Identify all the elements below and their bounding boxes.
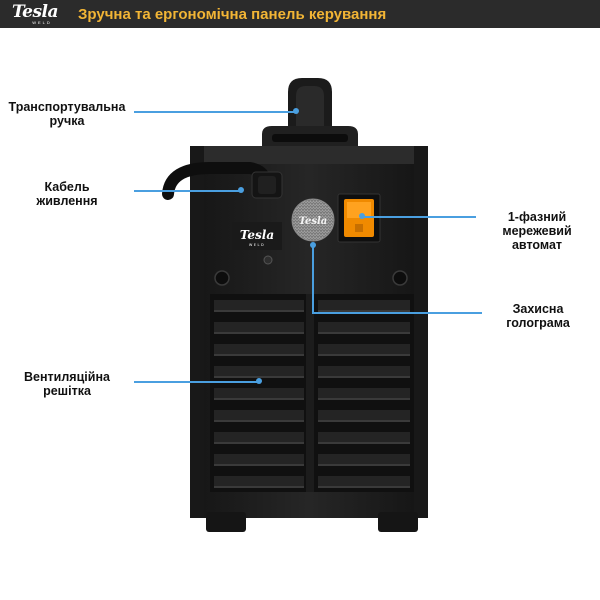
vent-slat bbox=[214, 300, 304, 312]
callout-cable-line2: живлення bbox=[36, 194, 98, 208]
vent-slat-edge bbox=[318, 486, 410, 488]
callout-hologram-pointer-vertical bbox=[312, 247, 314, 313]
callout-cable-dot bbox=[238, 187, 244, 193]
vent-slat bbox=[214, 410, 304, 422]
callout-breaker-line3: автомат bbox=[511, 238, 563, 252]
vent-slat-edge bbox=[318, 332, 410, 334]
vent-slat-edge bbox=[214, 332, 304, 334]
vent-slat bbox=[214, 454, 304, 466]
vent-slat-edge bbox=[214, 486, 304, 488]
vent-slat-edge bbox=[214, 310, 304, 312]
callout-vent-label: Вентиляційна решітка bbox=[4, 370, 130, 398]
vent-slat-edge bbox=[214, 442, 304, 444]
panel-logo-text: Tesla bbox=[240, 228, 274, 242]
callout-hologram-line2: голограма bbox=[506, 316, 570, 330]
vent-slat-edge bbox=[214, 376, 304, 378]
power-cable bbox=[162, 162, 283, 200]
callout-vent-line2: решітка bbox=[43, 384, 91, 398]
vent-slat bbox=[318, 454, 410, 466]
bolt-right bbox=[392, 270, 408, 286]
panel-logo: Tesla WELD bbox=[232, 222, 282, 265]
callout-cable-pointer bbox=[134, 190, 240, 192]
ventilation-grille bbox=[210, 294, 414, 492]
brand-logo-subtext: WELD bbox=[32, 19, 52, 25]
hologram-sticker: Tesla bbox=[291, 198, 335, 242]
callout-cable-label: Кабель живлення bbox=[4, 180, 130, 208]
callout-cable-line1: Кабель bbox=[44, 180, 90, 194]
vent-slat bbox=[214, 344, 304, 356]
vent-slat bbox=[318, 410, 410, 422]
transport-handle bbox=[262, 78, 358, 146]
vent-slat bbox=[214, 432, 304, 444]
callout-breaker-pointer bbox=[364, 216, 476, 218]
callout-breaker-line2: мережевий bbox=[502, 224, 572, 238]
vent-slat-edge bbox=[318, 420, 410, 422]
vent-slat bbox=[318, 366, 410, 378]
vent-slat-edge bbox=[318, 376, 410, 378]
vent-slat bbox=[214, 476, 304, 488]
callout-vent-dot bbox=[256, 378, 262, 384]
vent-slat-edge bbox=[214, 398, 304, 400]
vent-slat bbox=[318, 344, 410, 356]
vent-slat bbox=[318, 300, 410, 312]
vent-slat bbox=[318, 388, 410, 400]
vent-slat-edge bbox=[214, 420, 304, 422]
panel-logo-subtext: WELD bbox=[249, 243, 265, 247]
vent-slat bbox=[214, 388, 304, 400]
callout-handle-line2: ручка bbox=[49, 114, 85, 128]
vent-slat-edge bbox=[318, 310, 410, 312]
callout-hologram-label: Захисна голограма bbox=[486, 302, 590, 330]
callout-vent-pointer bbox=[134, 381, 258, 383]
vent-slat bbox=[214, 366, 304, 378]
callout-breaker-label: 1-фазний мережевий автомат bbox=[478, 210, 596, 252]
brand-logo-text: Tesla bbox=[11, 1, 59, 22]
vent-slat bbox=[214, 322, 304, 334]
vent-slat-edge bbox=[318, 398, 410, 400]
callout-breaker-dot bbox=[359, 213, 365, 219]
callout-hologram-line1: Захисна bbox=[512, 302, 564, 316]
vent-slat-edge bbox=[214, 354, 304, 356]
vent-slat bbox=[318, 476, 410, 488]
callout-hologram-pointer bbox=[312, 312, 482, 314]
vent-slat-edge bbox=[318, 354, 410, 356]
page-title: Зручна та ергономічна панель керування bbox=[78, 5, 387, 23]
callout-hologram-dot bbox=[310, 242, 316, 248]
vent-slat bbox=[318, 322, 410, 334]
bolt-left bbox=[214, 270, 230, 286]
header-bar: Tesla WELD Зручна та ергономічна панель … bbox=[0, 0, 600, 28]
vent-slat-edge bbox=[318, 442, 410, 444]
callout-breaker-line1: 1-фазний bbox=[507, 210, 567, 224]
hologram-text: Tesla bbox=[299, 216, 328, 227]
vent-slat-edge bbox=[318, 464, 410, 466]
callout-handle-pointer bbox=[134, 111, 296, 113]
vent-slat-edge bbox=[214, 464, 304, 466]
callout-vent-line1: Вентиляційна bbox=[24, 370, 110, 384]
callout-handle-line1: Транспортувальна bbox=[8, 100, 126, 114]
callout-handle-label: Транспортувальна ручка bbox=[4, 100, 130, 128]
brand-logo: Tesla WELD bbox=[0, 0, 70, 28]
vent-slat bbox=[318, 432, 410, 444]
callout-handle-dot bbox=[293, 108, 299, 114]
